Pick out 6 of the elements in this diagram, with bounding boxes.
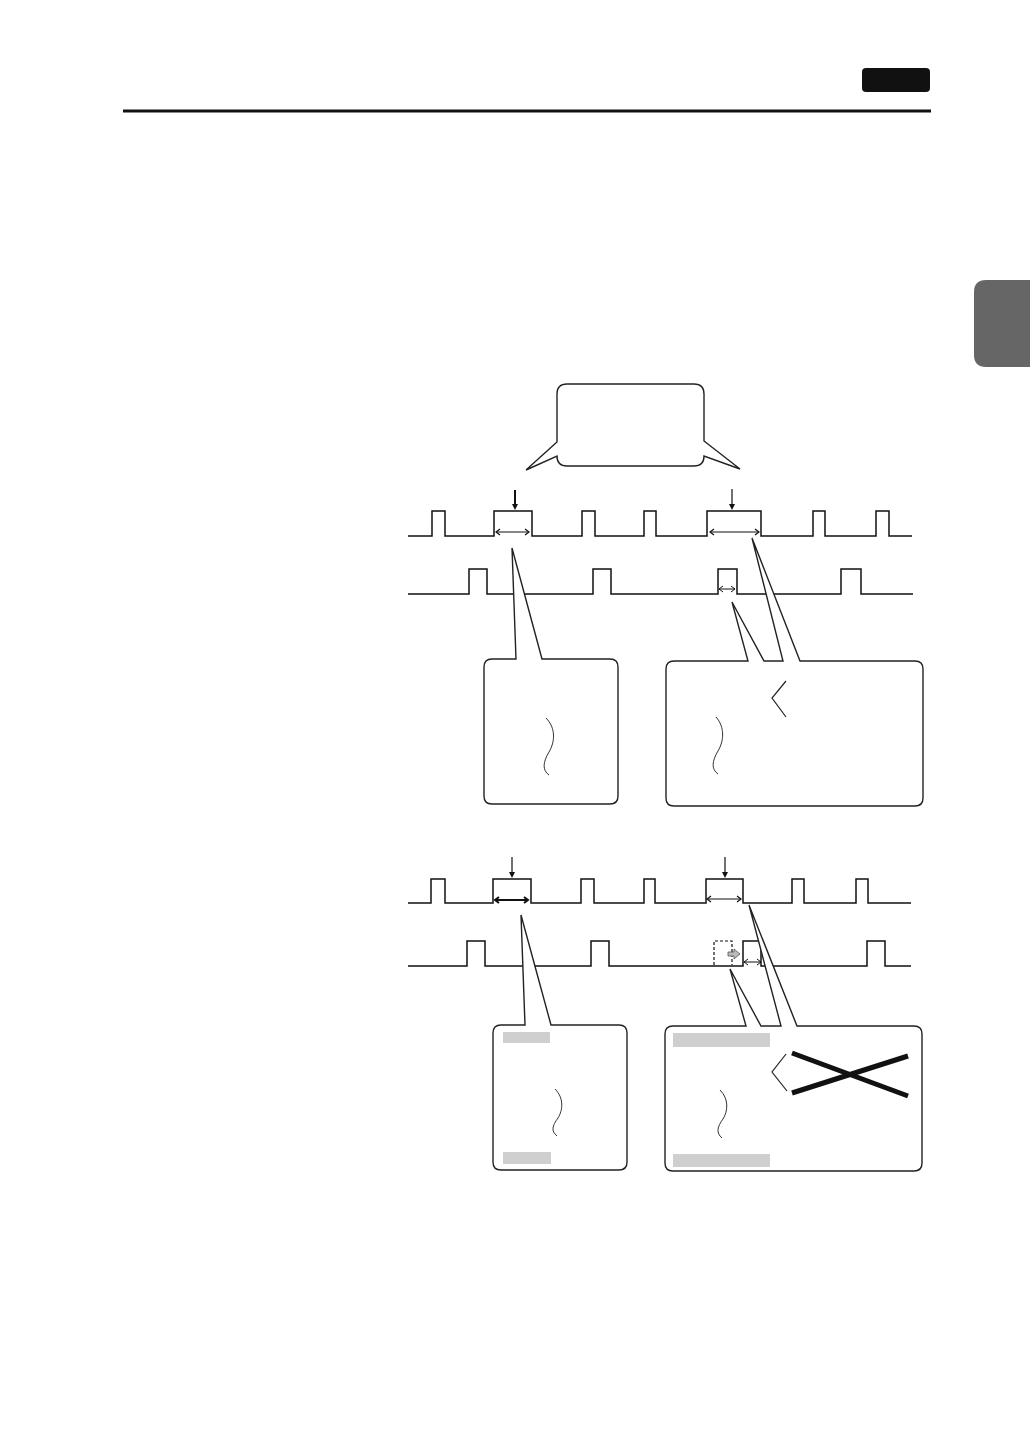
speech-bubble [665,537,924,807]
speech-bubble [492,914,628,1171]
speech-bubble [483,547,619,805]
side-tab [974,280,1030,367]
speech-bubble [664,904,923,1172]
speech-bubble [525,383,741,471]
